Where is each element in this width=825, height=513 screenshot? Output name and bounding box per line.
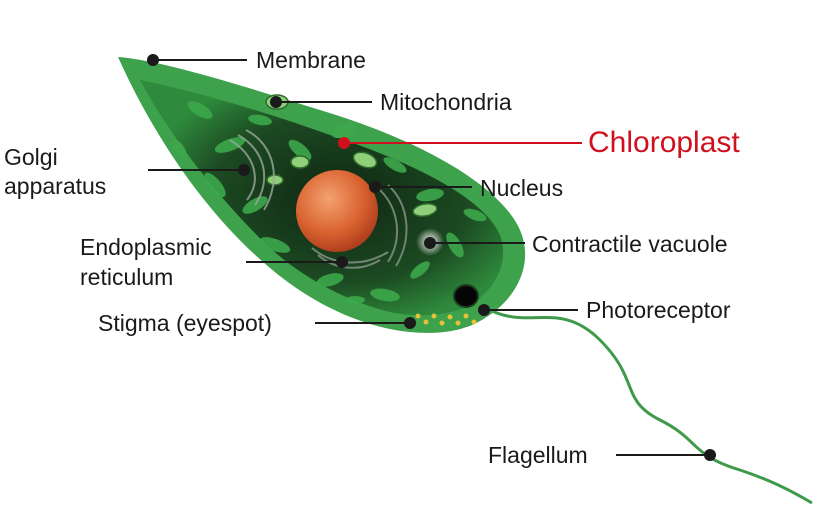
label-nucleus: Nucleus (480, 175, 564, 201)
label-flagellum: Flagellum (488, 442, 588, 468)
label-stigma: Stigma (eyespot) (98, 310, 272, 336)
label-golgi-line1: Golgi (4, 144, 58, 170)
golgi-apparatus (229, 129, 275, 211)
leader-dots (147, 54, 716, 461)
chloroplasts (173, 101, 487, 304)
label-er-line1: Endoplasmic (80, 234, 212, 260)
label-golgi-line2: apparatus (4, 173, 107, 199)
photoreceptor-organelle (453, 284, 479, 308)
chloroplast-leader-dot (338, 137, 350, 149)
stigma-dots (415, 313, 477, 326)
nucleus-organelle (296, 170, 378, 252)
label-er-line2: reticulum (80, 264, 174, 290)
leader-lines (148, 59, 710, 456)
flagellum (489, 308, 813, 505)
label-mitochondria: Mitochondria (380, 89, 512, 115)
label-contractile-vacuole: Contractile vacuole (532, 231, 728, 257)
label-photoreceptor: Photoreceptor (586, 297, 731, 323)
label-chloroplast: Chloroplast (588, 126, 740, 159)
label-membrane: Membrane (256, 47, 366, 73)
